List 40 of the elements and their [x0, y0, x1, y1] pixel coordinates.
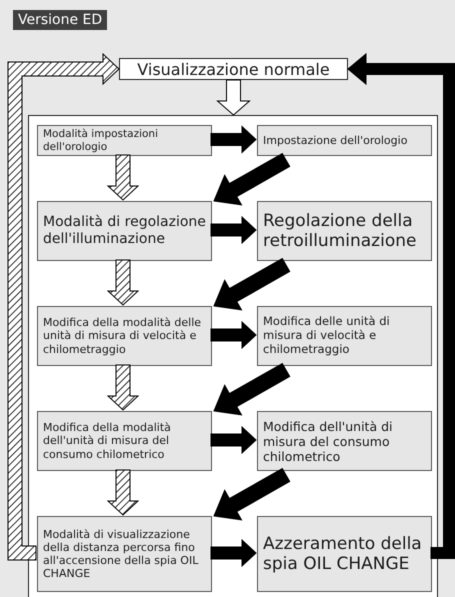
- process-box: [257, 411, 432, 471]
- process-box: [37, 516, 212, 592]
- process-box: [37, 125, 212, 156]
- hatched-arrow: [106, 470, 140, 516]
- hollow-arrow: [216, 80, 251, 116]
- box-label: Visualizzazione normale: [137, 60, 330, 78]
- box-label: Regolazione della retroilluminazione: [263, 210, 418, 252]
- process-box: [257, 201, 432, 261]
- box-label: Modifica della modalità dell'unità di misura del consumo chilometrico: [43, 421, 172, 461]
- block-arrow: [347, 52, 455, 559]
- hatched-arrow: [8, 52, 120, 560]
- box-label: Azzeramento della spia OIL CHANGE: [263, 534, 423, 574]
- block-arrow: [210, 320, 257, 350]
- version-label: Versione ED: [13, 10, 108, 30]
- start-box: [119, 58, 348, 80]
- box-label: Modalità di visualizzazione della distanza percorsa fino all'accensione della spia OIL CHANGE: [43, 528, 200, 580]
- hatched-arrow: [106, 154, 140, 201]
- hatched-arrow: [106, 260, 140, 306]
- block-arrow: [210, 125, 257, 154]
- box-label: Modifica dell'unità di misura del consumo chilometrico: [263, 418, 394, 464]
- frame-box: [28, 115, 438, 597]
- block-arrow: [210, 426, 257, 454]
- hatched-arrow: [106, 364, 140, 411]
- process-box: [257, 516, 432, 592]
- process-box: [257, 125, 432, 156]
- process-box: [37, 411, 212, 471]
- block-arrow: [213, 362, 290, 416]
- process-box: [257, 306, 432, 366]
- block-arrow: [210, 538, 257, 568]
- block-arrow: [210, 216, 257, 244]
- box-label: Modifica delle unità di misura di velocità e chilometraggio: [263, 315, 391, 357]
- box-label: Impostazione dell'orologio: [263, 134, 408, 148]
- box-label: Modalità impostazioni dell'orologio: [43, 128, 159, 154]
- process-box: [37, 306, 212, 366]
- box-label: Modifica della modalità delle unità di misura di velocità e chilometraggio: [43, 316, 202, 356]
- block-arrow: [213, 468, 290, 521]
- block-arrow: [213, 258, 290, 311]
- block-arrow: [213, 152, 290, 206]
- process-box: [37, 201, 212, 261]
- box-label: Modalità di regolazione dell'illuminazione: [43, 214, 206, 248]
